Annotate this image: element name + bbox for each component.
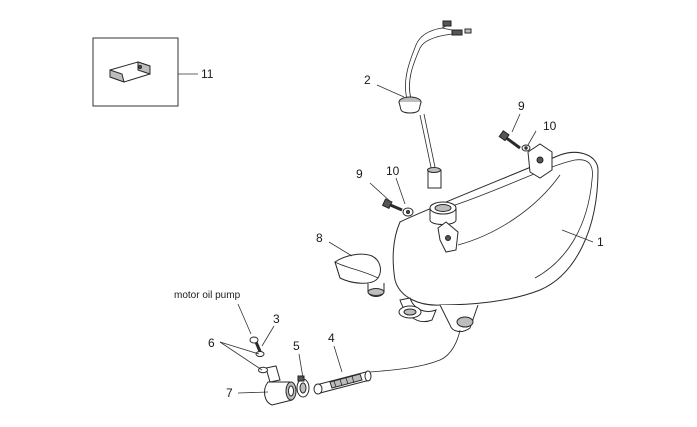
callout-8: 8 xyxy=(316,231,323,245)
callout-3: 3 xyxy=(273,312,280,326)
tank-cap-part-8 xyxy=(334,253,385,297)
hose-elbow-part-7 xyxy=(264,365,297,406)
level-sensor-part-2 xyxy=(398,20,472,189)
leader-lines xyxy=(219,84,594,394)
callout-5: 5 xyxy=(293,339,300,353)
oil-tank-part-1 xyxy=(392,143,599,333)
callout-1: 1 xyxy=(597,235,604,249)
callout-11: 11 xyxy=(201,67,214,81)
callout-4: 4 xyxy=(328,331,335,345)
callout-7: 7 xyxy=(226,386,233,400)
motor-oil-pump-note: motor oil pump xyxy=(174,290,241,301)
screw-part-9-upper xyxy=(498,130,521,150)
callout-10-lower: 10 xyxy=(386,164,400,178)
callout-10-upper: 10 xyxy=(543,119,557,133)
clip-part-11 xyxy=(109,61,151,83)
callout-9-upper: 9 xyxy=(518,99,525,113)
callout-6: 6 xyxy=(208,336,215,350)
callout-labels: 11 2 9 10 10 9 1 8 motor oil pump 3 6 4 … xyxy=(174,67,604,400)
seal-washers-part-6 xyxy=(255,351,268,374)
callout-2: 2 xyxy=(364,73,371,87)
oil-filter-part-4 xyxy=(313,370,372,395)
inset-box-part-11 xyxy=(92,37,198,107)
hose-routing-line xyxy=(369,329,461,373)
washer-part-10-upper xyxy=(521,144,531,152)
washer-part-10-lower xyxy=(402,207,414,217)
callout-9-lower: 9 xyxy=(356,167,363,181)
hose-clamp-part-5 xyxy=(296,375,310,398)
screw-part-9-lower xyxy=(381,198,403,212)
